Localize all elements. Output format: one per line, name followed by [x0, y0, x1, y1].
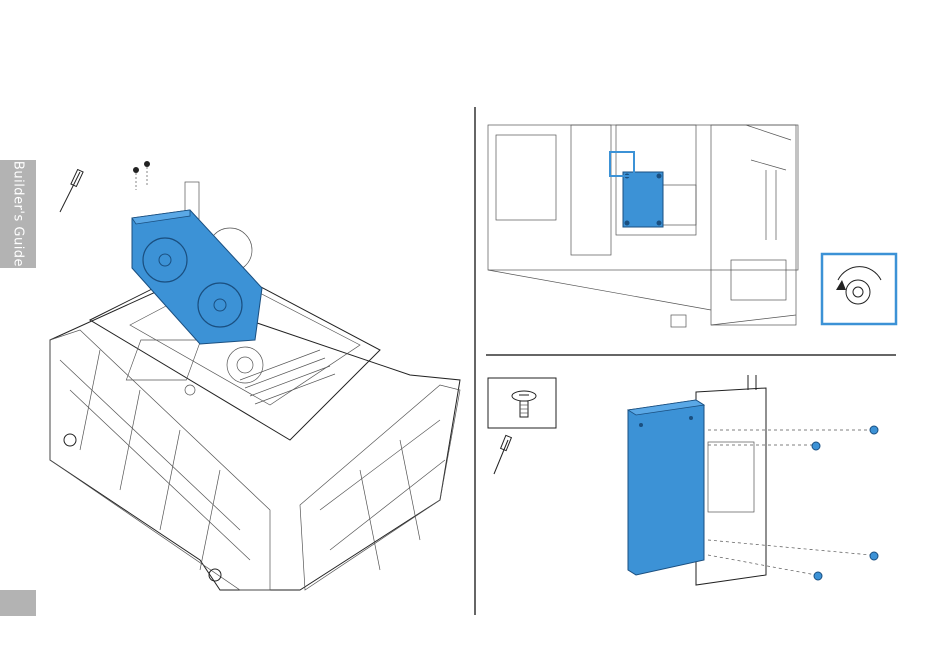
callout-screw-icon — [822, 254, 896, 324]
ssd-drive — [628, 400, 704, 575]
gpu-install-illustration — [40, 150, 470, 610]
screwdriver-icon — [60, 169, 83, 212]
graphics-card — [132, 210, 262, 344]
builders-guide-label: Builder's Guide — [11, 161, 26, 267]
ssd-install-illustration — [486, 370, 906, 595]
bracket-mount-illustration — [486, 120, 906, 340]
screw-icon — [488, 378, 556, 428]
builders-guide-tab: Builder's Guide — [0, 160, 36, 268]
screwdriver-icon — [494, 435, 511, 474]
page-number-tab — [0, 590, 36, 616]
screw-icon — [133, 161, 150, 190]
horizontal-divider — [486, 354, 896, 356]
vertical-divider — [474, 107, 476, 615]
mounting-bracket — [623, 172, 663, 227]
